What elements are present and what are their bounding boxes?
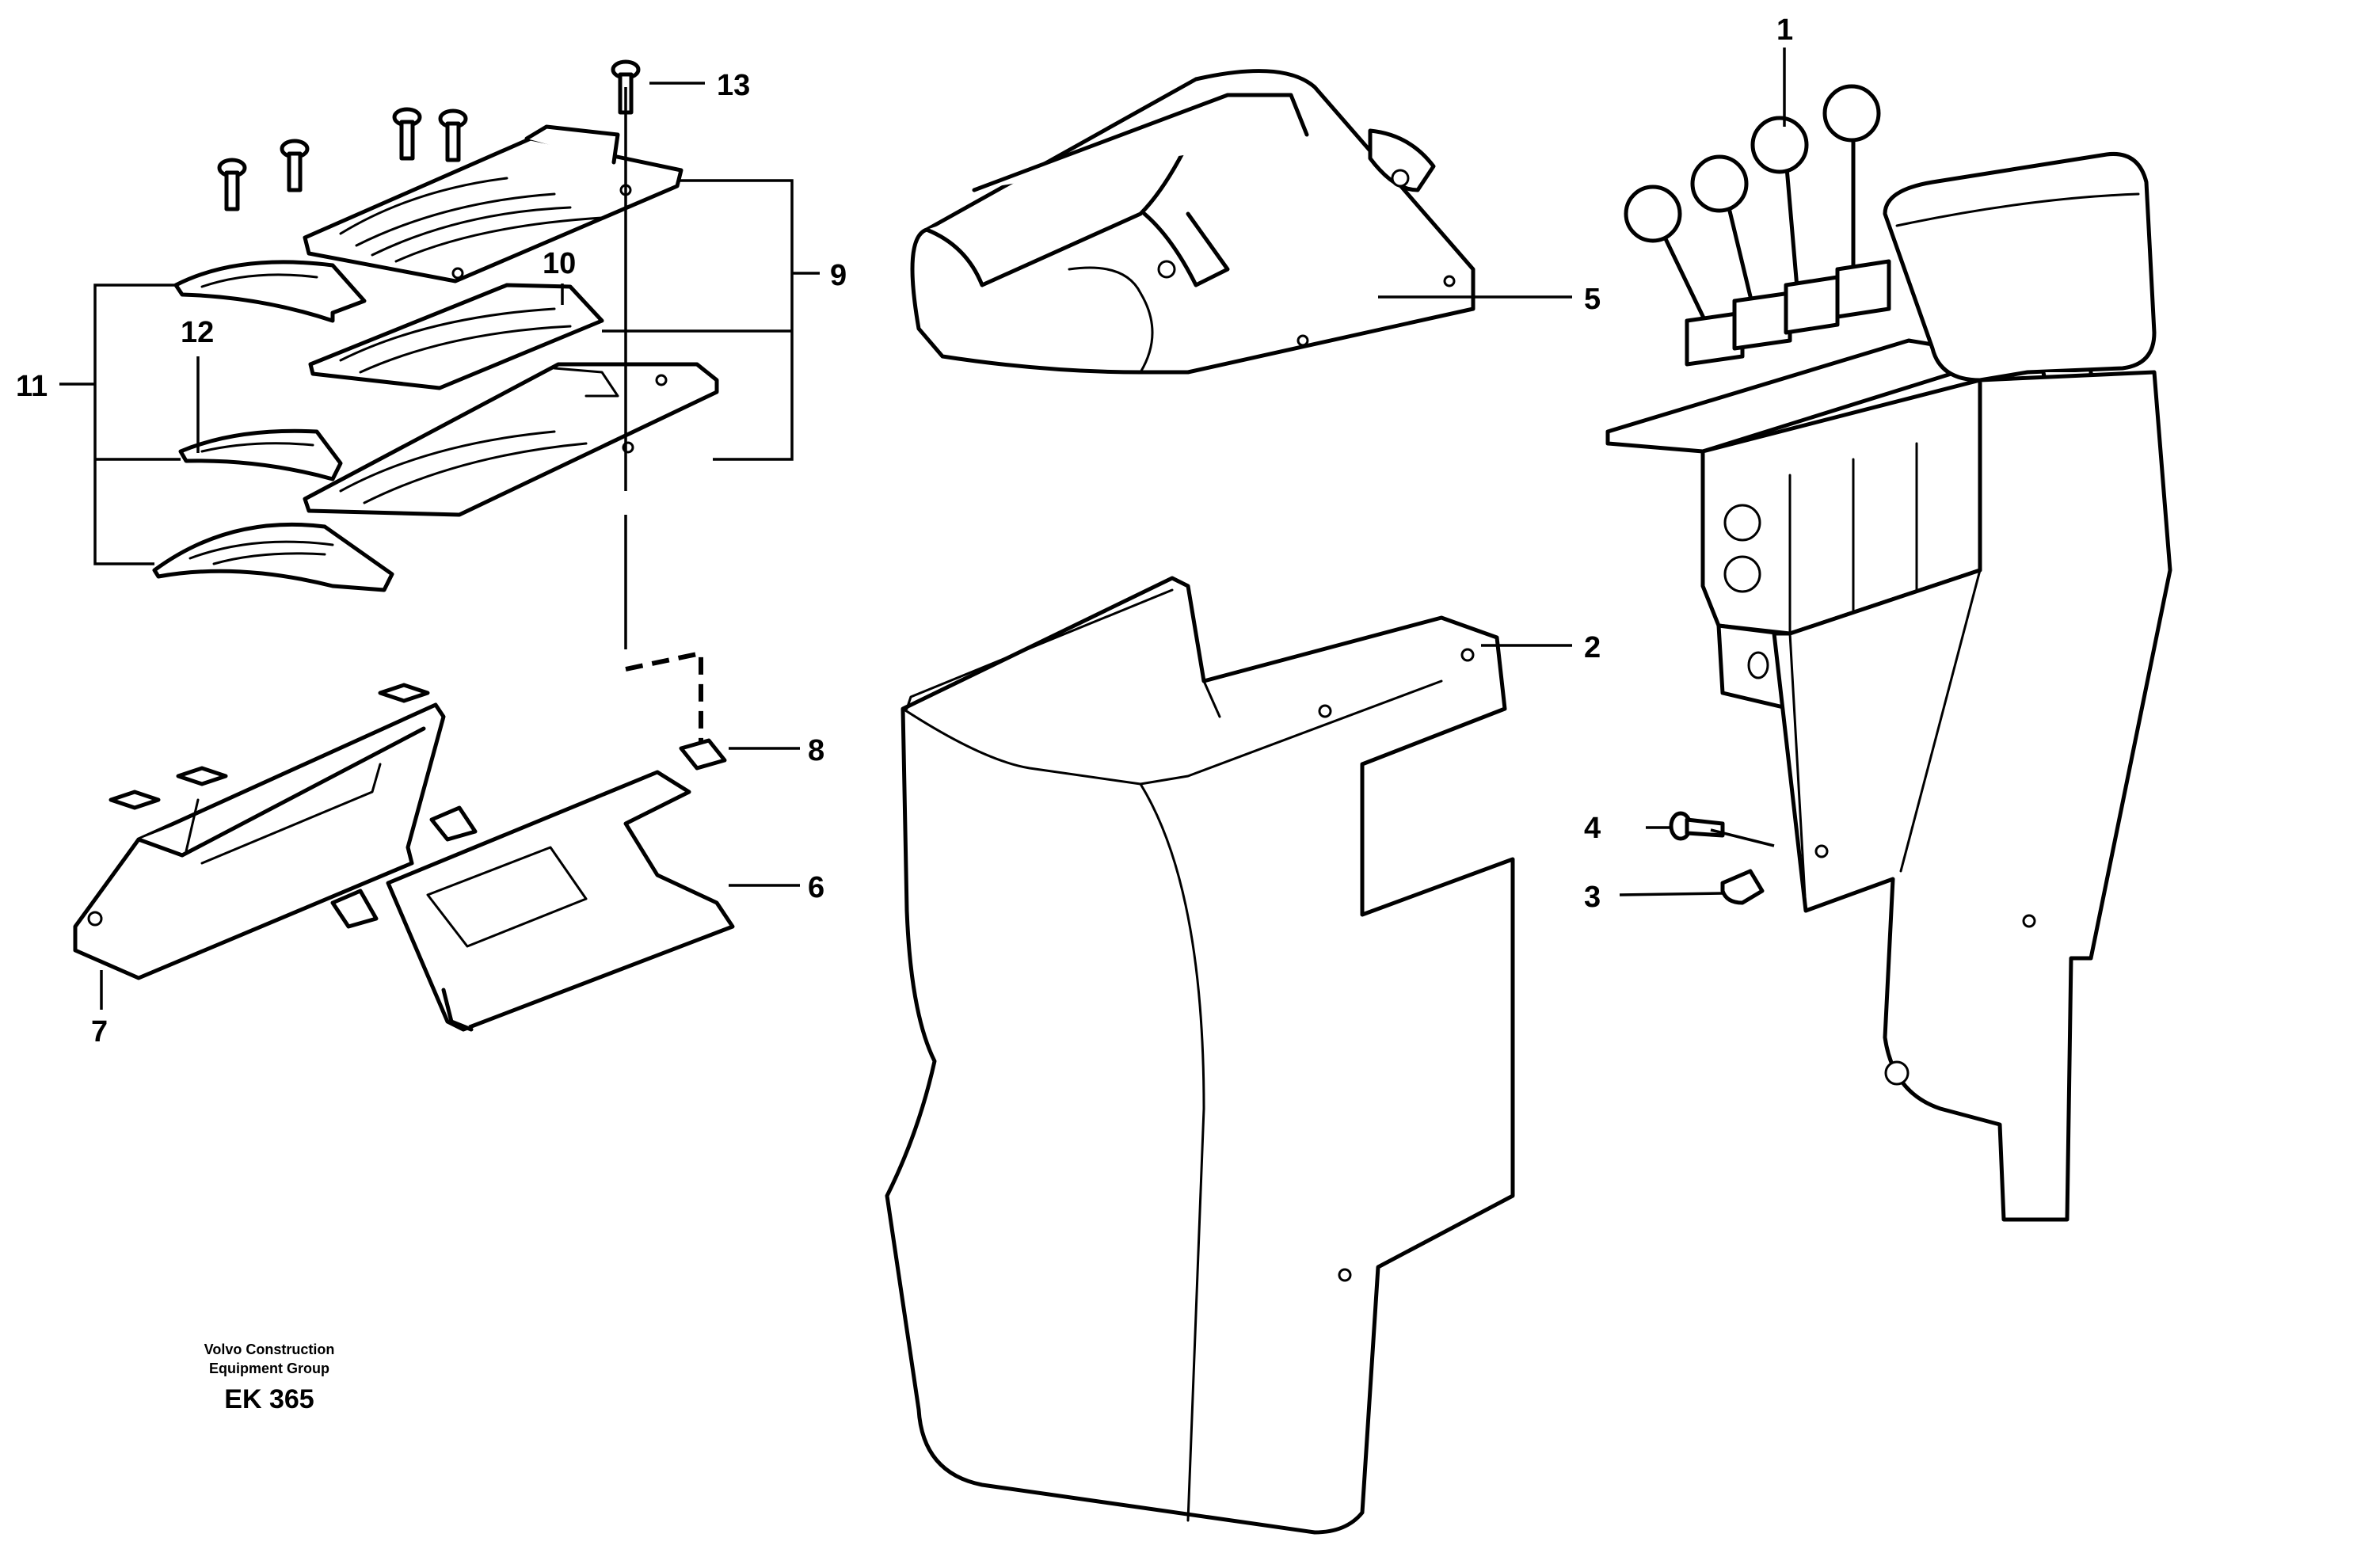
callout-2: 2: [1584, 631, 1601, 664]
lever-knob: [1750, 116, 1809, 174]
callout-9: 9: [830, 259, 847, 292]
screw: [217, 158, 247, 211]
callout-11: 11: [16, 370, 48, 403]
screw: [438, 108, 468, 162]
lever-knob: [1690, 154, 1749, 213]
callout-4: 4: [1584, 812, 1601, 845]
screw-group: [217, 59, 641, 211]
bracket-6: [330, 738, 735, 1032]
callout-6: 6: [808, 871, 824, 904]
callout-12: 12: [181, 316, 214, 349]
assembly-line-dashed: [625, 650, 703, 744]
clip-3: [1720, 869, 1765, 905]
leader-lines: [59, 48, 1786, 1010]
decal-10: [308, 283, 604, 390]
callout-7: 7: [91, 1015, 108, 1049]
decal-upper: [173, 260, 367, 323]
lower-lever-panel: [303, 362, 719, 517]
callout-10: 10: [543, 247, 576, 280]
screw: [392, 107, 422, 161]
screw: [280, 139, 310, 192]
bracket-7: [73, 683, 446, 980]
decal-lower: [152, 522, 394, 592]
lever-knob: [1822, 84, 1881, 143]
callout-8: 8: [808, 734, 824, 767]
lever-assembly-1: [1605, 84, 2172, 1222]
lower-cover-2: [885, 576, 1515, 1535]
decal-12: [178, 428, 343, 481]
footer: Volvo Construction Equipment Group EK 36…: [204, 1342, 335, 1414]
callout-3: 3: [1584, 881, 1601, 914]
callout-1: 1: [1776, 13, 1793, 47]
bolt-4: [1669, 811, 1725, 841]
callout-labels: 1 2 3 4 5 6 7 8 9 10 11 12 13: [16, 13, 1793, 1049]
callout-13: 13: [717, 69, 750, 102]
footer-company-line1: Volvo Construction: [204, 1342, 335, 1357]
footer-diagram-code: EK 365: [224, 1384, 314, 1414]
lever-knob: [1624, 185, 1682, 243]
top-cover-5: [910, 69, 1475, 375]
callout-5: 5: [1584, 283, 1601, 316]
footer-company-line2: Equipment Group: [209, 1361, 329, 1376]
